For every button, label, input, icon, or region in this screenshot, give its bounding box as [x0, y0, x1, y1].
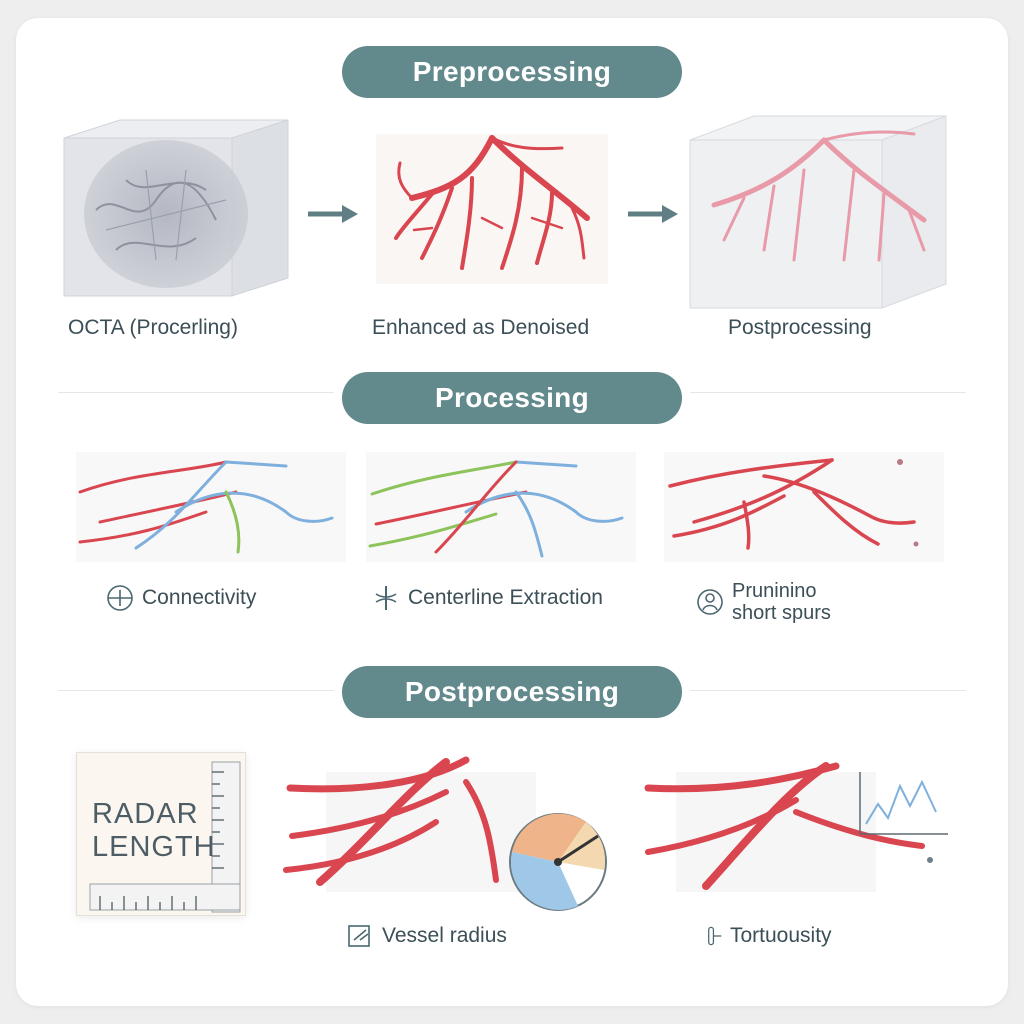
section-processing: Processing: [342, 372, 682, 424]
gauge-icon: [509, 813, 607, 911]
vessel-radius-label: Vessel radius: [382, 924, 507, 947]
tortuosity-illustration: [644, 762, 948, 892]
connectivity-icon: [107, 585, 133, 611]
ruler-icon: [89, 761, 241, 913]
pruning-label-line2: short spurs: [732, 602, 831, 624]
centerline-vessel-graph: [366, 452, 636, 562]
octa-volume-cube: [63, 119, 289, 297]
pruning-icon: [697, 589, 723, 615]
line-chart-icon: [859, 772, 948, 835]
section-postprocessing: Postprocessing: [342, 666, 682, 718]
arrow-right-icon: [308, 205, 358, 223]
vessel-radius-illustration: [283, 756, 607, 911]
centerline-label-row: Centerline Extraction: [372, 584, 603, 612]
tortuosity-label: Tortuousity: [730, 924, 832, 947]
connectivity-label-row: Connectivity: [106, 584, 256, 612]
pruned-vessel-graph: [664, 452, 944, 562]
postprocessing-volume-cube: [689, 115, 947, 309]
postprocessing-label: Postprocessing: [728, 316, 872, 339]
radar-line1: RADAR: [92, 798, 199, 830]
divider: [58, 392, 334, 393]
divider: [58, 690, 334, 691]
centerline-icon: [375, 586, 397, 610]
enhanced-vessel-tree: [376, 134, 608, 284]
radar-length-text: RADAR LENGTH: [92, 798, 216, 864]
pruning-label-row: Pruninino short spurs: [696, 580, 831, 624]
connectivity-label: Connectivity: [142, 586, 257, 609]
tortuosity-label-row: Tortuousity: [704, 922, 832, 950]
pruning-label-line1: Pruninino: [732, 580, 817, 602]
divider: [690, 392, 966, 393]
octa-label: OCTA (Procerling): [68, 316, 238, 339]
tortuosity-icon: [708, 926, 722, 946]
arrow-right-icon: [628, 205, 678, 223]
divider: [690, 690, 966, 691]
section-preprocessing: Preprocessing: [342, 46, 682, 98]
vessel-radius-icon: [348, 925, 370, 947]
connectivity-vessel-graph: [76, 452, 346, 562]
centerline-label: Centerline Extraction: [408, 586, 603, 609]
enhanced-label: Enhanced as Denoised: [372, 316, 590, 339]
radar-line2: LENGTH: [92, 831, 216, 863]
vessel-radius-label-row: Vessel radius: [346, 922, 507, 950]
